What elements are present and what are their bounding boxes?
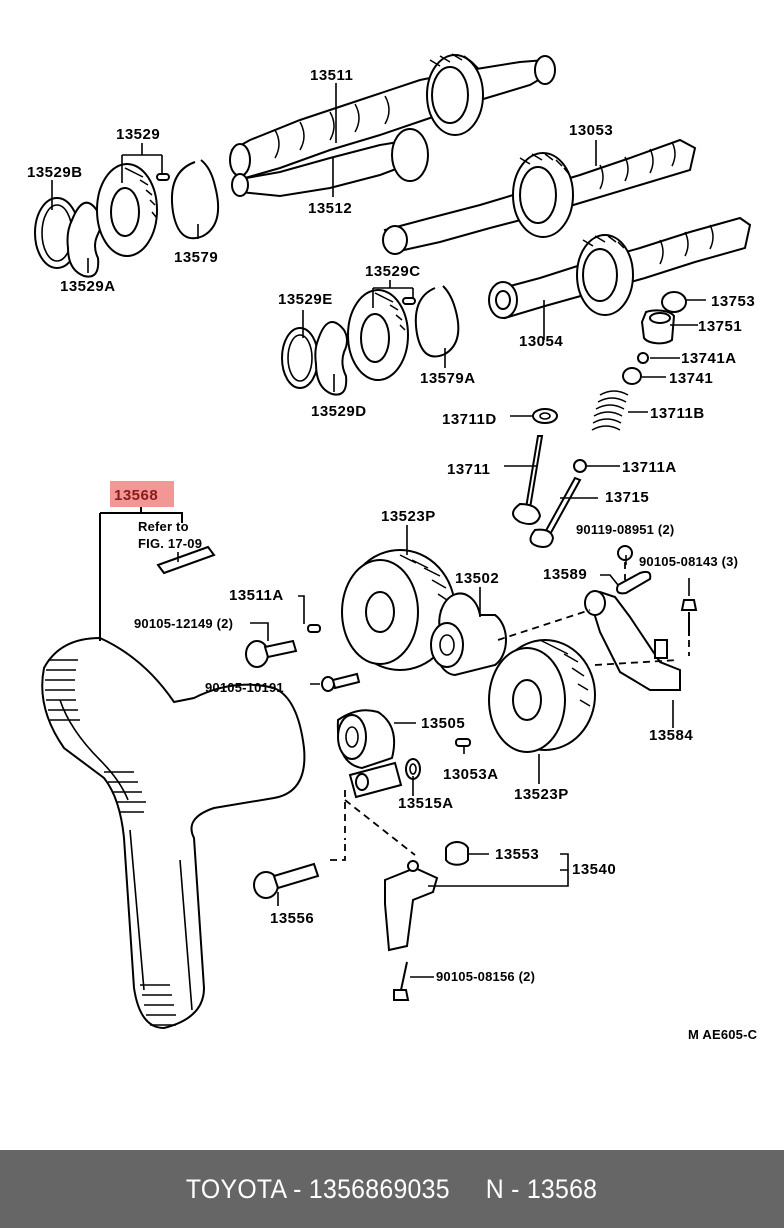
callout-13505: 13505	[421, 715, 465, 732]
camshaft-13512	[231, 128, 429, 198]
shim-13753	[661, 291, 687, 313]
callout-13753: 13753	[711, 293, 755, 310]
footer-part-info: TOYOTA - 1356869035 N - 13568	[186, 1173, 598, 1204]
callout-13054: 13054	[519, 333, 563, 350]
gear-13529	[96, 163, 170, 257]
callout-13529A: 13529A	[60, 278, 116, 295]
callout-13711: 13711	[447, 461, 490, 478]
nut-90119-08951	[617, 545, 633, 580]
figure-code: M AE605-C	[688, 1027, 758, 1042]
callout-13053A: 13053A	[443, 766, 499, 783]
ring-13529D	[314, 321, 348, 396]
fig-reference-label: FIG. 17-09	[138, 536, 202, 551]
callout-13529C: 13529C	[365, 263, 421, 280]
bolt-90105-08143	[680, 599, 698, 656]
timing-belt-13568	[41, 636, 306, 1030]
callout-90105-08156: 90105-08156 (2)	[436, 969, 535, 984]
pin-13053A	[455, 738, 471, 747]
washer-13515A	[405, 758, 421, 780]
callout-13553: 13553	[495, 846, 539, 863]
callout-13529: 13529	[116, 126, 160, 143]
callout-13529D: 13529D	[311, 403, 367, 420]
camshaft-13511	[229, 53, 556, 180]
callout-13556: 13556	[270, 910, 314, 927]
callout-13529B: 13529B	[27, 164, 83, 181]
bolt-90105-08156	[393, 961, 410, 1001]
callout-13568: 13568	[114, 487, 158, 504]
callout-90105-10191: 90105-10191	[205, 680, 284, 695]
ring-13529E	[281, 327, 319, 389]
callout-13579: 13579	[174, 249, 218, 266]
parts-diagram: 13511 13512 13529 13529B 13529A 13579 13…	[27, 53, 758, 1042]
callout-13711D: 13711D	[442, 411, 497, 428]
gear-13529C	[347, 289, 416, 381]
callout-13711B: 13711B	[650, 405, 705, 422]
callout-13540: 13540	[572, 861, 616, 878]
bolt-90105-10191	[321, 672, 361, 692]
camshaft-13054	[488, 216, 752, 320]
callout-13502: 13502	[455, 570, 499, 587]
callout-13053: 13053	[569, 122, 613, 139]
lifter-13751	[640, 309, 676, 345]
bracket-13584	[584, 590, 681, 691]
callout-13751: 13751	[698, 318, 742, 335]
callout-90105-12149: 90105-12149 (2)	[134, 616, 233, 631]
callout-13511A: 13511A	[229, 587, 284, 604]
valve-13711	[512, 435, 544, 525]
callout-13715: 13715	[605, 489, 649, 506]
callout-13529E: 13529E	[278, 291, 333, 308]
keeper-13741A	[637, 352, 649, 364]
boot-13553	[445, 841, 469, 866]
bolt-90105-12149	[245, 639, 298, 668]
callout-13579A: 13579A	[420, 370, 476, 387]
callout-13515A: 13515A	[398, 795, 454, 812]
valve-13715	[529, 476, 582, 548]
pin-13511A	[307, 624, 321, 633]
callout-13741: 13741	[669, 370, 713, 387]
camshaft-pulley-13523P-top	[341, 549, 456, 671]
footer-bar: TOYOTA - 1356869035 N - 13568	[0, 1150, 784, 1228]
spring-13711B	[591, 390, 629, 431]
callout-13523P-bottom: 13523P	[514, 786, 569, 803]
refer-to-label: Refer to	[138, 519, 189, 534]
callout-13711A: 13711A	[622, 459, 677, 476]
tensioner-pulley-13505	[336, 709, 403, 799]
idler-pulley-13502	[430, 592, 507, 677]
retainer-13741	[622, 367, 642, 385]
camshaft-13053	[382, 138, 697, 255]
camshaft-pulley-13523P-bottom	[488, 639, 596, 753]
callout-90105-08143: 90105-08143 (3)	[639, 554, 738, 569]
callout-13523P-top: 13523P	[381, 508, 436, 525]
callout-13511: 13511	[310, 67, 353, 84]
tensioner-13540	[384, 860, 439, 952]
highlight-box-13568	[110, 481, 174, 507]
snap-ring-13579	[171, 159, 219, 240]
callout-13512: 13512	[308, 200, 352, 217]
plate-13589	[616, 570, 652, 595]
callout-90119-08951: 90119-08951 (2)	[576, 522, 674, 537]
reference-plate	[156, 545, 216, 575]
snap-ring-13579A	[414, 285, 460, 358]
callout-13584: 13584	[649, 727, 693, 744]
callout-13741A: 13741A	[681, 350, 737, 367]
callout-13589: 13589	[543, 566, 587, 583]
guide-13711A	[573, 459, 587, 473]
seat-13711D	[532, 408, 558, 424]
bolt-13556	[253, 862, 320, 899]
